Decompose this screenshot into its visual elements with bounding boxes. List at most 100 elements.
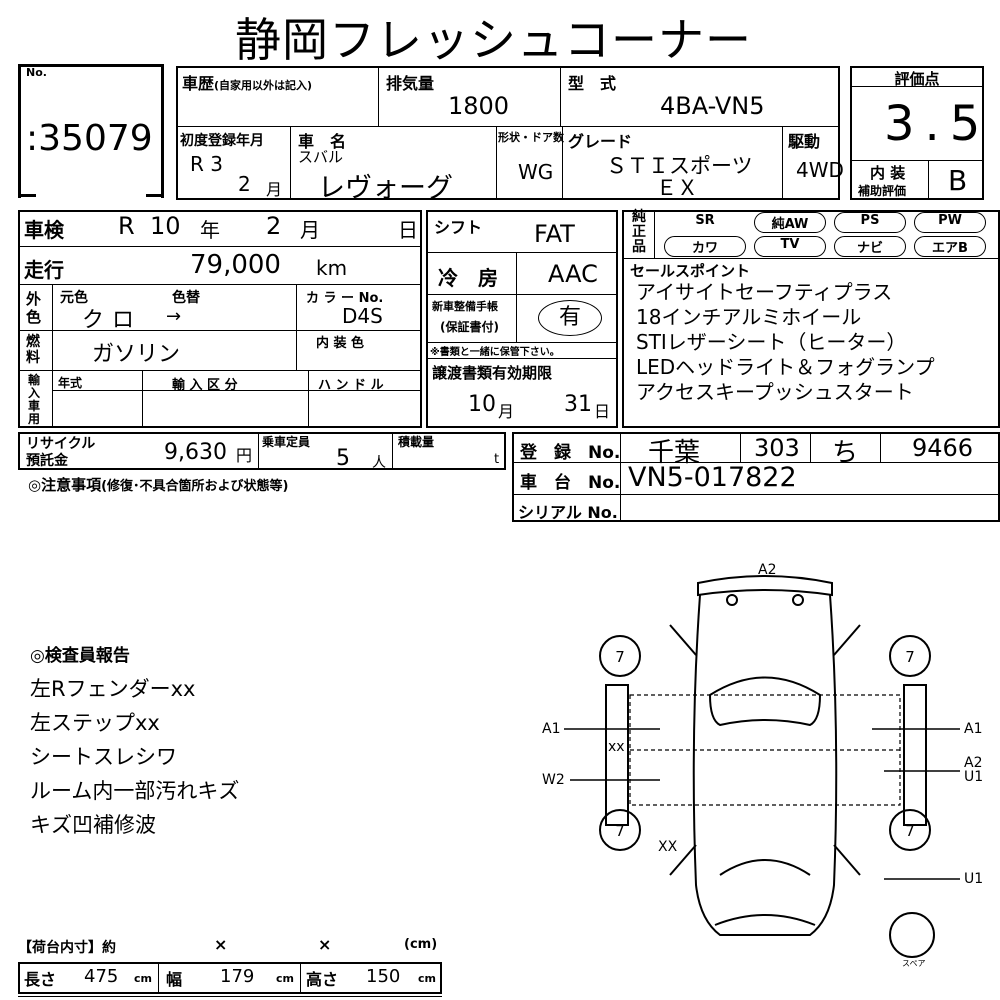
mark-right-a2: A2 <box>964 755 982 771</box>
color-code-value: D4S <box>342 304 383 328</box>
shape-value: WG <box>518 160 554 184</box>
chassis-value: VN5-017822 <box>628 462 797 493</box>
drive-value: 4WD <box>796 158 844 182</box>
mark-right-u1: U1 <box>964 769 983 785</box>
shift-value: FAT <box>534 220 575 248</box>
ac-label: 冷 房 <box>438 266 498 290</box>
color-orig-label: 元色 <box>60 290 88 306</box>
inspection-year: 10 <box>150 212 181 240</box>
recycle-label2: 預託金 <box>26 453 68 469</box>
cargo-dimensions-box <box>18 962 442 994</box>
mark-rear-xx: XX <box>658 839 678 855</box>
sales-point-item: STIレザーシート（ヒーター） <box>636 330 907 354</box>
mark-spare: スペア <box>902 959 925 968</box>
lot-no-label: No. <box>26 66 47 79</box>
equipment-label: 純正品 <box>632 209 646 255</box>
sales-point-item: アクセスキープッシュスタート <box>636 380 914 404</box>
interior-score-label2: 補助評価 <box>858 184 907 198</box>
mark-right-a1: A1 <box>964 721 982 737</box>
equip-aw: 純AW <box>754 212 826 233</box>
spec-grid-left <box>18 210 422 428</box>
capacity-value: 5 <box>336 446 350 471</box>
lot-bottom-bracket <box>18 194 36 197</box>
capacity-unit: 人 <box>372 455 386 471</box>
chassis-label: 車 台 No. <box>520 473 621 493</box>
drive-label: 駆動 <box>788 132 821 151</box>
recycle-unit: 円 <box>236 446 253 465</box>
interior-score-value: B <box>948 164 968 197</box>
page-title: 静岡フレッシュコーナー <box>235 13 752 67</box>
ac-value: AAC <box>548 260 598 288</box>
first-reg-month: 2 <box>238 172 251 196</box>
equip-ps: PS <box>834 212 906 233</box>
fuel-label: 燃料 <box>26 334 40 366</box>
cargo-height-label: 高さ <box>306 970 339 989</box>
mark-left-a1: A1 <box>542 721 560 737</box>
import-year-label: 年式 <box>58 376 83 390</box>
car-name-value: レヴォーグ <box>318 173 453 204</box>
mileage-label: 走行 <box>24 258 64 282</box>
cargo-height: 150 <box>366 966 401 987</box>
car-name-label: 車 名 <box>298 132 347 151</box>
cargo-width-cm: cm <box>276 972 294 985</box>
color-side-label: 外色 <box>26 290 42 326</box>
displacement-value: 1800 <box>448 92 510 120</box>
import-class-label: 輸 入 区 分 <box>172 378 238 393</box>
sales-points-list: アイサイトセーフティプラス 18インチアルミホイール STIレザーシート（ヒータ… <box>636 280 935 405</box>
car-maker: スバル <box>298 148 344 166</box>
tire-value: 7 <box>905 822 915 840</box>
transfer-label: 譲渡書類有効期限 <box>432 364 553 382</box>
score-label: 評価点 <box>894 70 940 88</box>
serial-label: シリアル No. <box>518 503 618 522</box>
lot-bottom-bracket-right <box>146 194 164 197</box>
equipment-row2: カワ TV ナビ エアB <box>664 236 998 257</box>
transfer-month-unit: 月 <box>498 402 515 421</box>
model-value: 4BA-VN5 <box>660 92 765 120</box>
inspector-line: 左ステップxx <box>30 711 160 735</box>
score-box <box>850 66 984 200</box>
grade-label: グレード <box>568 132 633 151</box>
equip-navi: ナビ <box>834 236 906 257</box>
cargo-height-cm: cm <box>418 972 436 985</box>
first-reg-label: 初度登録年月 <box>180 133 264 149</box>
inspector-line: シートスレシワ <box>30 745 177 769</box>
sales-points-label: セールスポイント <box>630 262 751 280</box>
mark-top: A2 <box>758 562 776 578</box>
registration-box <box>512 432 1000 522</box>
cargo-length: 475 <box>84 966 119 987</box>
cargo-unit: (cm) <box>404 937 438 952</box>
inspector-label: ◎検査員報告 <box>30 646 130 666</box>
inspection-month-unit: 月 <box>300 218 320 242</box>
color-code-label: カ ラ ー No. <box>306 291 384 306</box>
load-label: 積載量 <box>398 435 435 449</box>
color-arrow: → <box>166 306 182 327</box>
inspector-line: キズ凹補修波 <box>30 813 156 837</box>
mark-left-w2: W2 <box>542 772 565 788</box>
capacity-label: 乗車定員 <box>262 435 311 449</box>
transfer-day: 31 <box>564 392 592 417</box>
cargo-width-label: 幅 <box>166 970 183 989</box>
cargo-length-cm: cm <box>134 972 152 985</box>
lot-number-box <box>18 64 164 198</box>
vehicle-info-grid <box>176 66 840 200</box>
cargo-times2: × <box>318 935 332 954</box>
equip-tv: TV <box>754 236 826 257</box>
mileage-unit: km <box>316 256 348 280</box>
inspector-line: ルーム内一部汚れキズ <box>30 779 240 803</box>
shape-label: 形状・ドア数 <box>498 131 564 144</box>
equip-sr: SR <box>695 213 715 228</box>
inspector-line: 左Rフェンダーxx <box>30 677 196 701</box>
manual-value: 有 <box>538 300 602 336</box>
fuel-value: ガソリン <box>92 342 181 367</box>
first-reg-year: R 3 <box>190 152 223 176</box>
mark-right-u1-rear: U1 <box>964 871 983 887</box>
score-label-bg <box>852 68 982 87</box>
inspection-day-unit: 日 <box>398 218 418 242</box>
sales-point-item: 18インチアルミホイール <box>636 305 862 329</box>
caution-label: ◎注意事項(修復･不具合箇所および状態等) <box>28 476 289 494</box>
import-label: 輸入車用 <box>28 373 41 426</box>
import-handle-label: ハ ン ド ル <box>318 378 384 393</box>
cargo-length-label: 長さ <box>24 970 57 989</box>
cargo-label: 【荷台内寸】約 <box>18 940 116 956</box>
shift-label: シフト <box>434 218 483 237</box>
